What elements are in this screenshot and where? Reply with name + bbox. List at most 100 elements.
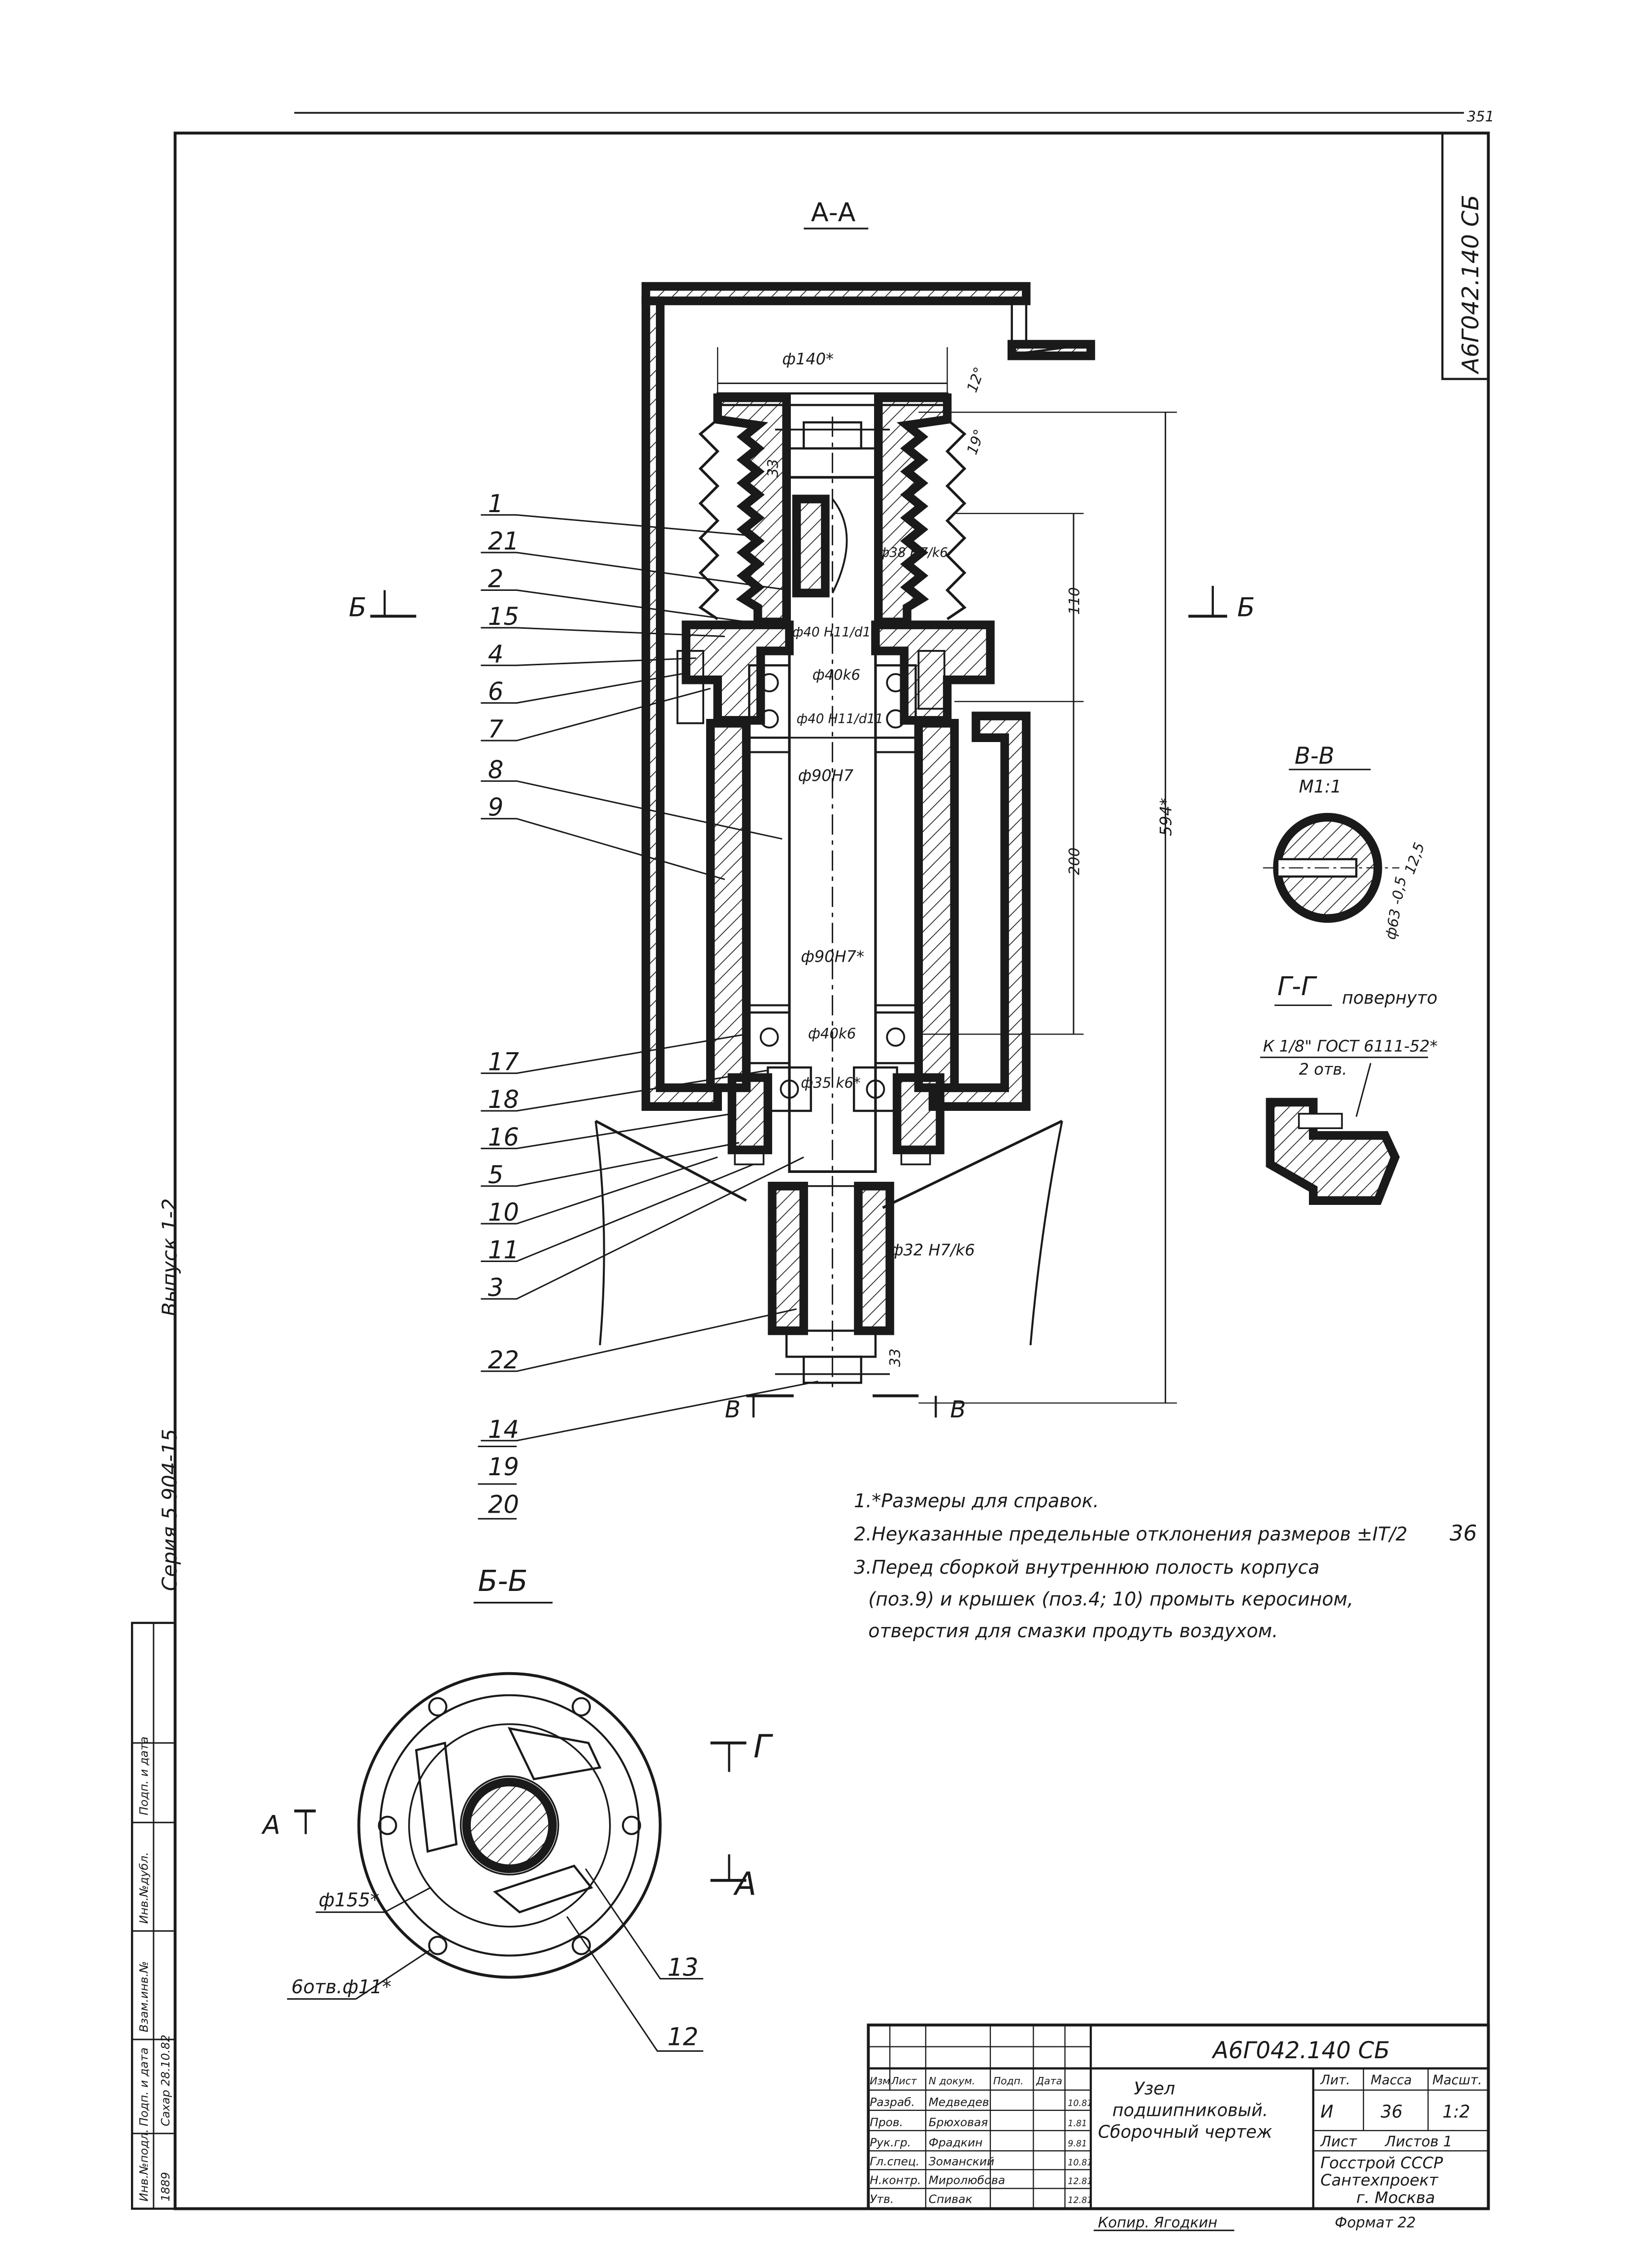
tb-mass-header: Масса <box>1370 2073 1412 2088</box>
position-label: 10 <box>488 1198 519 1227</box>
position-label: 18 <box>488 1085 519 1114</box>
stamp-header-3: Взам.инв.№ <box>137 1961 151 2033</box>
note-3: 3.Перед сборкой внутреннюю полость корпу… <box>854 1556 1319 1578</box>
dimensions: ф140* 33 12° 19° ф38 H7/k6 ф40 H11/d11 ф… <box>717 347 1177 1404</box>
tb-org-3: г. Москва <box>1356 2188 1435 2207</box>
tb-signer: Медведев <box>929 2095 989 2109</box>
tb-name-3: Сборочный чертеж <box>1098 2122 1272 2142</box>
main-view-title: А-А <box>811 197 856 227</box>
note-5: отверстия для смазки продуть воздухом. <box>868 1620 1278 1642</box>
position-leaders <box>481 514 818 1442</box>
gg-note-2: 2 отв. <box>1299 1060 1347 1078</box>
tb-format: Формат 22 <box>1335 2214 1416 2231</box>
dim-d35: ф35 k6* <box>801 1074 860 1091</box>
position-label: 7 <box>488 715 504 744</box>
tb-designation: А6Г042.140 СБ <box>1211 2038 1390 2064</box>
position-label: 5 <box>488 1161 504 1189</box>
dim-d38: ф38 H7/k6 <box>879 546 948 560</box>
tb-signer: Брюховая <box>929 2115 988 2129</box>
dim-d90h7: ф90H7 <box>798 766 853 785</box>
tb-date: 12.81 <box>1068 2177 1092 2187</box>
tb-copied: Копир. Ягодкин <box>1098 2214 1218 2231</box>
stamp-header-1: Инв.№подл. <box>137 2129 151 2202</box>
position-label: 14 <box>488 1415 519 1444</box>
tb-role: Рук.гр. <box>870 2136 911 2149</box>
position-label: 8 <box>488 755 504 784</box>
stamp-header-5: Подп. и дата <box>137 1737 151 1815</box>
cut-label-a2: А <box>733 1866 756 1903</box>
tb-org-1: Госстрой СССР <box>1320 2153 1443 2172</box>
tb-sheets: Листов 1 <box>1385 2133 1453 2150</box>
tb-date: 10.81 <box>1068 2099 1092 2108</box>
left-stamp: Инв.№подл. Подп. и дата Взам.инв.№ Инв.№… <box>130 1621 176 2210</box>
stamp-header-4: Инв.№дубл. <box>137 1852 151 1924</box>
sheet-frame: 351 А6Г042.140 СБ 36 <box>173 108 1495 2210</box>
dim-33-top: 33 <box>765 459 782 477</box>
position-label: 4 <box>488 640 504 668</box>
tb-col-header: Дата <box>1036 2075 1062 2087</box>
dim-200: 200 <box>1066 847 1083 875</box>
position-label: 21 <box>488 527 519 555</box>
tb-signer: Фрадкин <box>929 2136 983 2149</box>
assembly-section: Б Б В В <box>349 282 1255 1424</box>
position-labels-left: 1 21 2 15 4 6 7 8 9 17 18 16 5 10 11 3 2… <box>478 489 519 1520</box>
tb-role: Н.контр. <box>870 2173 921 2187</box>
position-label: 16 <box>488 1123 519 1151</box>
note-1: 1.*Размеры для справок. <box>854 1490 1099 1512</box>
technical-notes: 1.*Размеры для справок. 2.Неуказанные пр… <box>854 1490 1407 1642</box>
cut-label-b-left: Б <box>349 592 366 622</box>
dim-33-bottom: 33 <box>887 1349 904 1367</box>
tb-date: 12.81 <box>1068 2196 1092 2205</box>
position-label: 17 <box>488 1048 519 1076</box>
bv-scale: М1:1 <box>1299 777 1341 797</box>
dim-d40k6b: ф40k6 <box>808 1025 856 1042</box>
dim-d63: ф63 -0,5 <box>1382 875 1409 941</box>
position-label: 1 <box>488 489 504 518</box>
position-label: 9 <box>488 793 504 822</box>
tb-scale-header: Масшт. <box>1433 2073 1482 2088</box>
cut-label-b-right: Б <box>1237 592 1255 622</box>
tb-role: Пров. <box>870 2115 903 2129</box>
position-label: 2 <box>488 564 504 593</box>
note-2: 2.Неуказанные предельные отклонения разм… <box>854 1523 1407 1545</box>
dim-d40k6a: ф40k6 <box>813 667 860 683</box>
note-4: (поз.9) и крышек (поз.4; 10) промыть кер… <box>868 1588 1353 1610</box>
dim-d90h7b: ф90H7* <box>801 947 864 966</box>
dim-d40b: ф40 H11/d11 <box>797 712 883 727</box>
position-label: 11 <box>488 1235 519 1264</box>
gg-note-1: К 1/8" ГОСТ 6111-52* <box>1263 1037 1438 1055</box>
position-label: 20 <box>488 1490 519 1519</box>
cut-label-g: Г <box>753 1728 774 1765</box>
series-label: Серия 5.904-15 <box>158 1429 182 1591</box>
rotated-designation: А6Г042.140 СБ <box>1458 194 1484 374</box>
issue-label: Выпуск 1-2 <box>158 1199 182 1317</box>
tb-lit: И <box>1320 2102 1333 2122</box>
section-gg: Г-Г повернуто К 1/8" ГОСТ 6111-52* 2 отв… <box>1260 972 1438 1205</box>
corner-number: 351 <box>1467 108 1495 125</box>
gg-suffix: повернуто <box>1342 988 1437 1008</box>
section-bb: Б-Б А Г А ф155* 6отв.ф11* <box>261 1564 774 2052</box>
tb-name-1: Узел <box>1134 2078 1175 2099</box>
dim-110: 110 <box>1066 587 1083 615</box>
stamp-value-2: Сахар 28.10.82 <box>159 2035 172 2126</box>
tb-col-header: N докум. <box>929 2075 976 2087</box>
tb-sheet: Лист <box>1320 2133 1357 2150</box>
cut-label-a: А <box>261 1811 280 1841</box>
dim-angle-19: 19° <box>964 427 988 457</box>
position-label: 22 <box>488 1346 519 1374</box>
dim-d32: ф32 H7/k6 <box>890 1241 975 1260</box>
tb-signer: Миролюбова <box>929 2173 1005 2187</box>
tb-date: 10.81 <box>1068 2158 1092 2168</box>
tb-lit-header: Лит. <box>1320 2073 1350 2088</box>
dim-6-holes: 6отв.ф11* <box>292 1976 391 1998</box>
tb-date: 1.81 <box>1068 2119 1087 2129</box>
position-label: 15 <box>488 602 519 631</box>
position-label: 13 <box>667 1953 698 1981</box>
dim-594: 594* <box>1156 798 1175 836</box>
dim-angle-12: 12° <box>964 365 988 395</box>
tb-col-header: Подп. <box>993 2075 1024 2087</box>
tb-signer: Зоманский <box>929 2154 994 2168</box>
title-block: А6Г042.140 СБ Узел подшипниковый. Сбороч… <box>867 2023 1490 2232</box>
tb-role: Гл.спец. <box>870 2154 919 2168</box>
